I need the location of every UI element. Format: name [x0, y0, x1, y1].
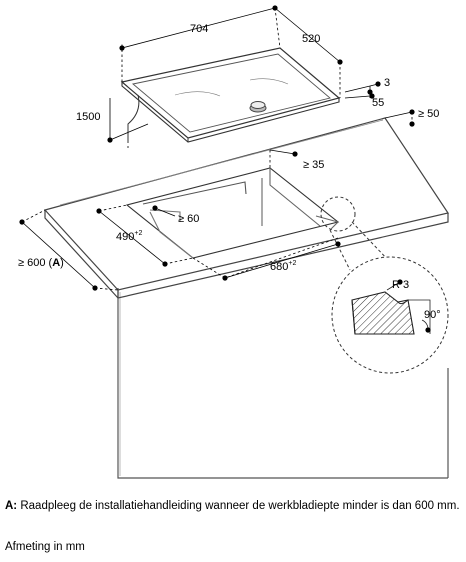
detail-profile	[351, 281, 431, 335]
dimension-lines	[21, 7, 413, 291]
power-cable	[127, 94, 140, 148]
label-hob-depth: 520	[302, 33, 320, 45]
footnote-a-label: A:	[5, 500, 18, 512]
label-worktop-depth: ≥ 600 (A)	[18, 257, 64, 269]
label-frame-height: 3	[384, 77, 390, 89]
worktop-cutout	[125, 167, 340, 259]
label-corner-radius: R 3	[392, 279, 409, 291]
installation-diagram: 704 520 1500 3 55 ≥ 50 ≥ 35 490+2 ≥ 60 6…	[18, 5, 449, 479]
label-rear-distance: ≥ 50	[418, 108, 439, 120]
label-cutout-width: 680+2	[270, 260, 296, 273]
footnote-a: A: Raadpleeg de installatiehandleiding w…	[5, 499, 460, 514]
control-knob	[249, 101, 267, 113]
label-hob-height: 55	[372, 97, 384, 109]
label-cutout-depth: 490+2	[116, 230, 142, 243]
label-corner-angle: 90°	[424, 309, 441, 321]
label-side-distance: ≥ 60	[178, 213, 199, 225]
dimension-dots	[19, 5, 431, 333]
worktop	[43, 117, 449, 299]
dimension-labels: 704 520 1500 3 55 ≥ 50 ≥ 35 490+2 ≥ 60 6…	[18, 23, 441, 321]
unit-note: Afmeting in mm	[5, 541, 85, 553]
label-hob-width: 704	[190, 23, 208, 35]
cooktop	[120, 47, 341, 143]
label-cable-length: 1500	[76, 111, 100, 123]
cabinet	[117, 288, 449, 479]
label-front-distance: ≥ 35	[303, 159, 324, 171]
footnote-a-text: Raadpleeg de installatiehandleiding wann…	[20, 500, 460, 512]
detail-callout	[320, 196, 449, 374]
